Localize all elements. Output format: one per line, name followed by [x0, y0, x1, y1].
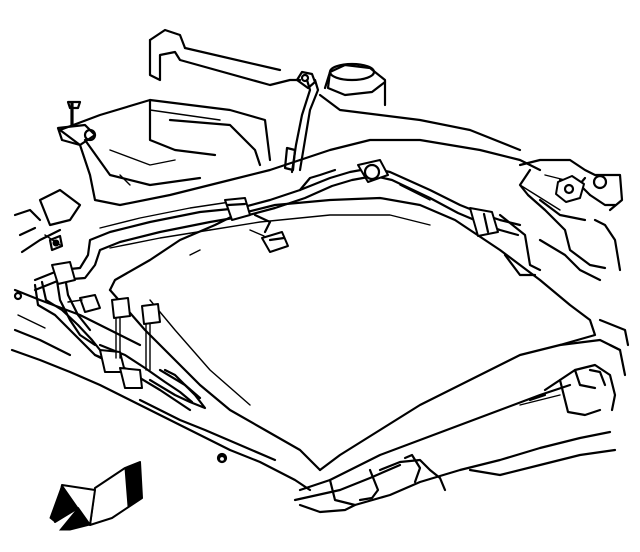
- misc-details: [13, 208, 630, 464]
- right-lower-mount: [519, 343, 627, 417]
- bolt-icon: [249, 229, 289, 253]
- bolt-icon: [141, 303, 161, 371]
- large-pan-panel: [108, 196, 597, 472]
- bolt-icon: [111, 297, 131, 359]
- steering-gear-right: [498, 158, 624, 282]
- upper-frame-crossmember: [20, 28, 542, 254]
- left-tie-rod-end: [38, 100, 97, 252]
- nut-icon: [555, 175, 585, 203]
- lower-frame-rail: [10, 288, 617, 514]
- bolt-icon: [67, 294, 101, 313]
- front-direction-arrow-icon: [49, 461, 143, 531]
- line-clips: [51, 159, 499, 389]
